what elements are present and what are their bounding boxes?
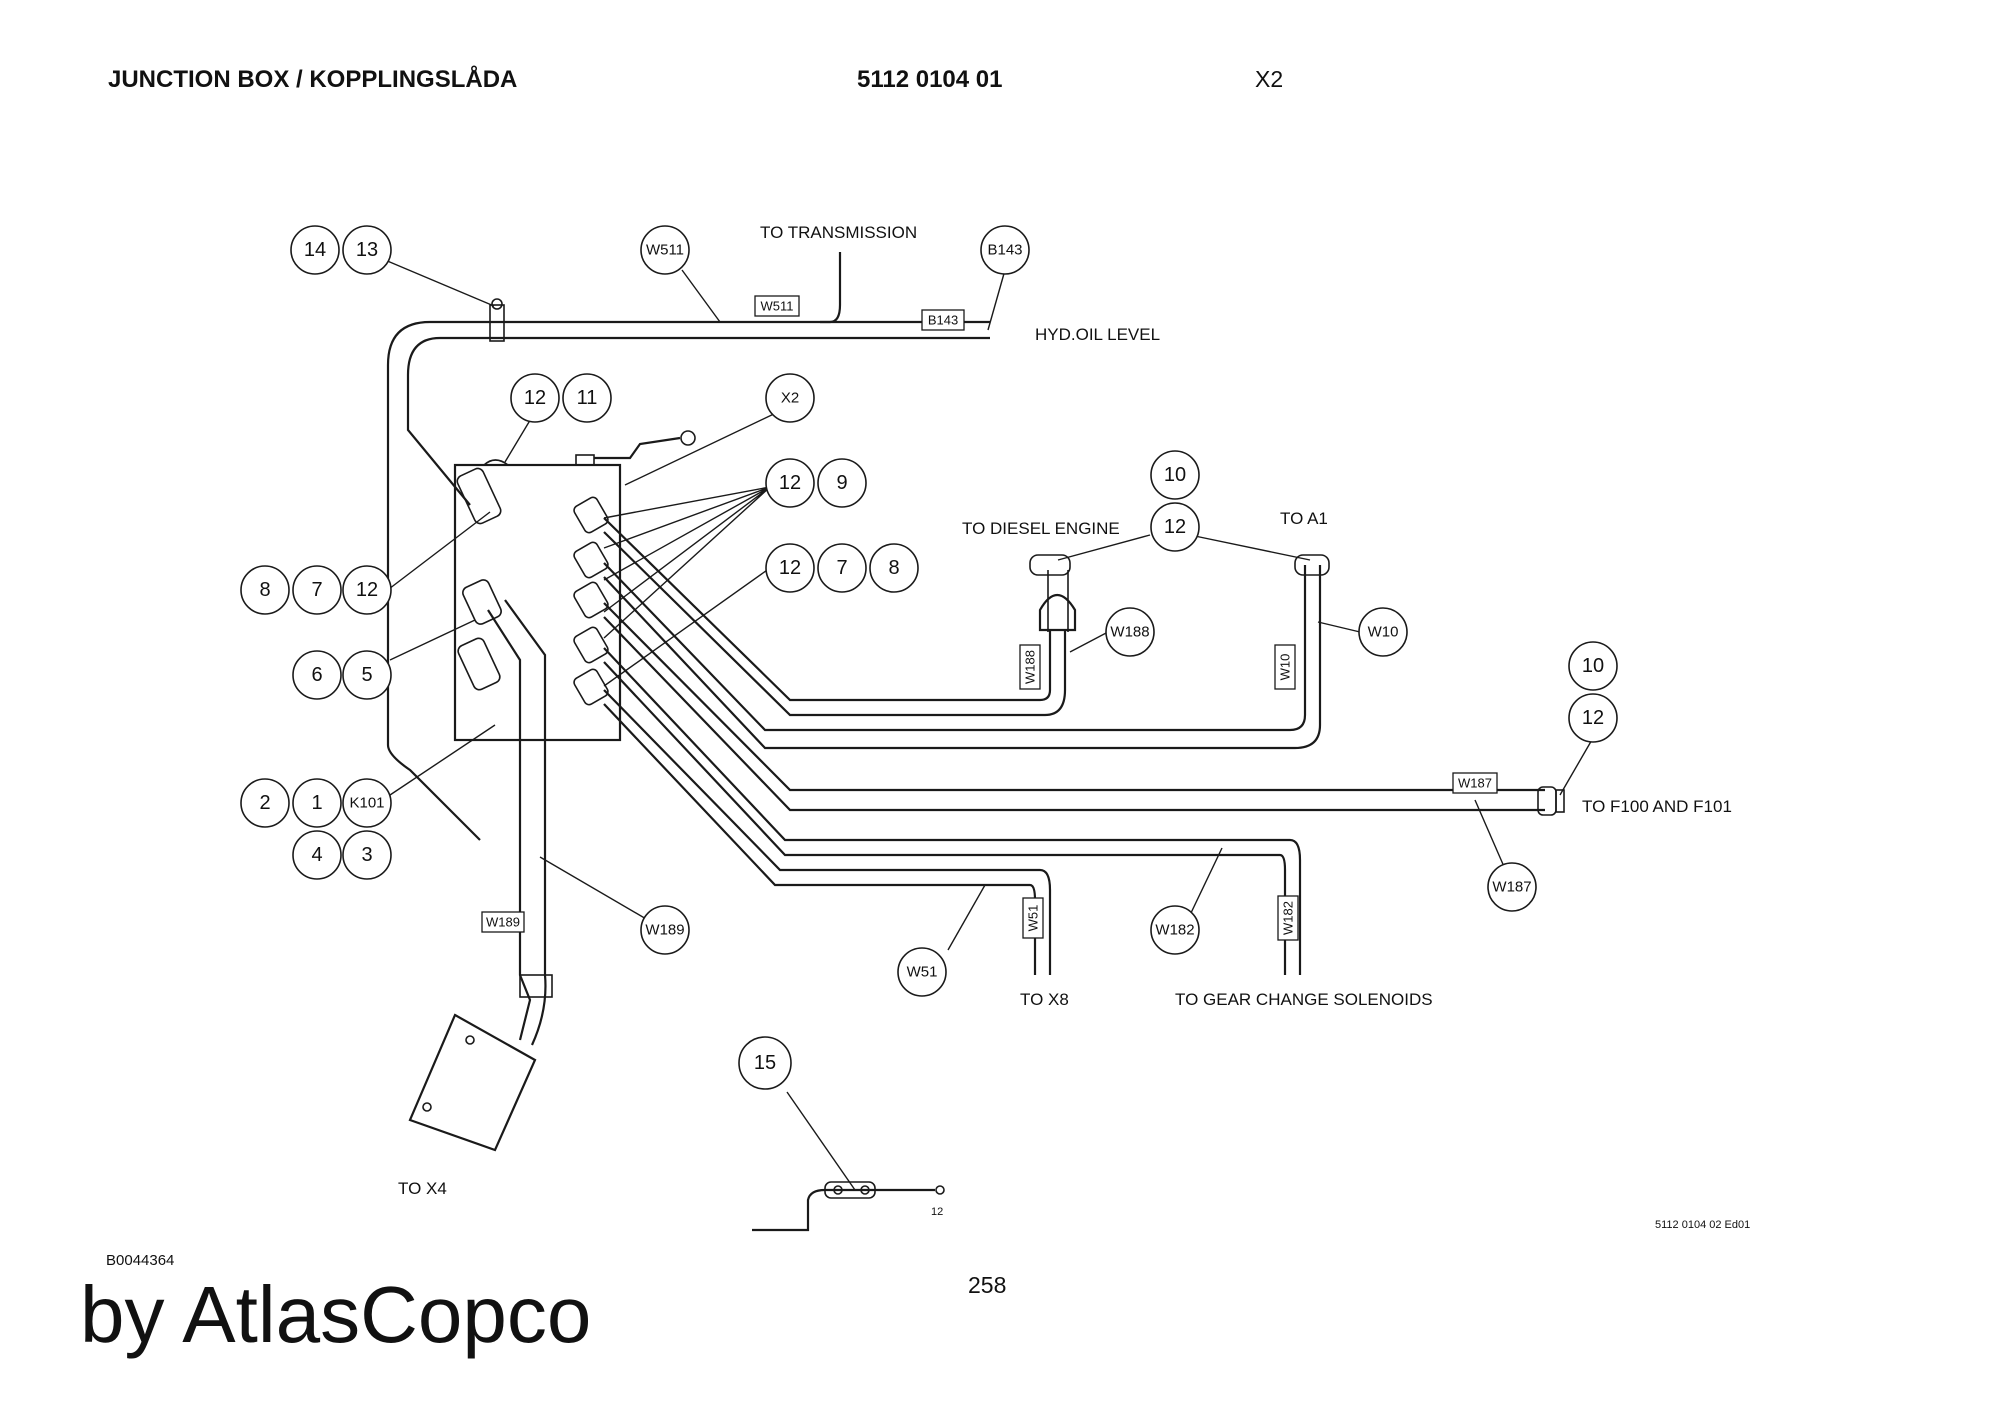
bubble-5: 5: [361, 664, 372, 686]
label-to-f100-f101: TO F100 AND F101: [1582, 797, 1732, 816]
bubble-2: 2: [259, 792, 270, 814]
label-ground-number: 12: [931, 1206, 943, 1218]
cable-tag-w10: W10: [1278, 654, 1293, 681]
cable-tag-w187: W187: [1458, 776, 1492, 791]
page-number: 258: [968, 1272, 1007, 1298]
harness-top: [386, 252, 990, 841]
bubble-8-b: 8: [259, 579, 270, 601]
bubble-w51: W51: [907, 964, 938, 981]
label-to-x4: TO X4: [398, 1179, 447, 1198]
bubble-12-d: 12: [356, 579, 378, 601]
callout-bubbles: 14 13 W511 B143 12 11 X2 12 9 12 7 8 8 7…: [240, 225, 1618, 1090]
bubble-6: 6: [311, 664, 322, 686]
cable-tag-b143: B143: [928, 313, 958, 328]
cable-tag-w51: W51: [1026, 905, 1041, 932]
bubble-10-b: 10: [1582, 655, 1604, 677]
harness-bundle: [603, 517, 1565, 975]
label-to-transmission: TO TRANSMISSION: [760, 223, 917, 242]
bubble-w189: W189: [645, 922, 684, 939]
ground-strap: [752, 1181, 945, 1232]
junction-box: [453, 430, 696, 742]
label-to-x8: TO X8: [1020, 990, 1069, 1009]
cable-tag-w189: W189: [486, 915, 520, 930]
bubble-12-f: 12: [1582, 707, 1604, 729]
bubble-8-a: 8: [888, 557, 899, 579]
bubble-3: 3: [361, 844, 372, 866]
bubble-1: 1: [311, 792, 322, 814]
label-hyd-oil-level: HYD.OIL LEVEL: [1035, 325, 1160, 344]
bubble-12-a: 12: [524, 387, 546, 409]
bubble-w182: W182: [1155, 922, 1194, 939]
bubble-12-c: 12: [779, 557, 801, 579]
drawing-code: B0044364: [106, 1252, 175, 1269]
bubble-k101: K101: [349, 795, 384, 812]
bubble-12-b: 12: [779, 472, 801, 494]
brand-logo: by AtlasCopco: [80, 1270, 592, 1359]
part-number: 5112 0104 01: [857, 66, 1003, 93]
label-to-a1: TO A1: [1280, 509, 1328, 528]
bubble-w188: W188: [1110, 624, 1149, 641]
cable-tag-w511: W511: [761, 299, 794, 314]
label-to-diesel-engine: TO DIESEL ENGINE: [962, 519, 1120, 538]
edition-code: 5112 0104 02 Ed01: [1655, 1219, 1750, 1231]
harness-w189: [408, 599, 553, 1152]
bubble-9: 9: [836, 472, 847, 494]
bubble-14: 14: [304, 239, 326, 261]
bubble-b143: B143: [987, 242, 1022, 259]
labels: TO TRANSMISSION HYD.OIL LEVEL TO DIESEL …: [398, 223, 1750, 1231]
cable-tag-w188: W188: [1023, 650, 1038, 684]
clamp: [489, 304, 505, 342]
bubble-w187: W187: [1492, 879, 1531, 896]
bubble-12-e: 12: [1164, 516, 1186, 538]
bubble-11: 11: [577, 387, 598, 409]
bubble-w511: W511: [646, 242, 684, 259]
bubble-x2: X2: [781, 390, 799, 407]
leader-lines: [384, 259, 1594, 1191]
label-to-gear-change: TO GEAR CHANGE SOLENOIDS: [1175, 990, 1433, 1009]
bubble-7-b: 7: [311, 579, 322, 601]
cable-tag-w182: W182: [1281, 901, 1296, 935]
bubble-7-a: 7: [836, 557, 847, 579]
page-title: JUNCTION BOX / KOPPLINGSLÅDA: [108, 66, 518, 93]
sheet-reference: X2: [1255, 66, 1284, 92]
bubble-13: 13: [356, 239, 378, 261]
cable-tags: W511 B143 W188 W10 W187 W189 W51 W182: [481, 295, 1498, 941]
bubble-15: 15: [754, 1052, 776, 1074]
bubble-w10: W10: [1368, 624, 1399, 641]
bubble-4: 4: [311, 844, 322, 866]
bubble-10-a: 10: [1164, 464, 1186, 486]
